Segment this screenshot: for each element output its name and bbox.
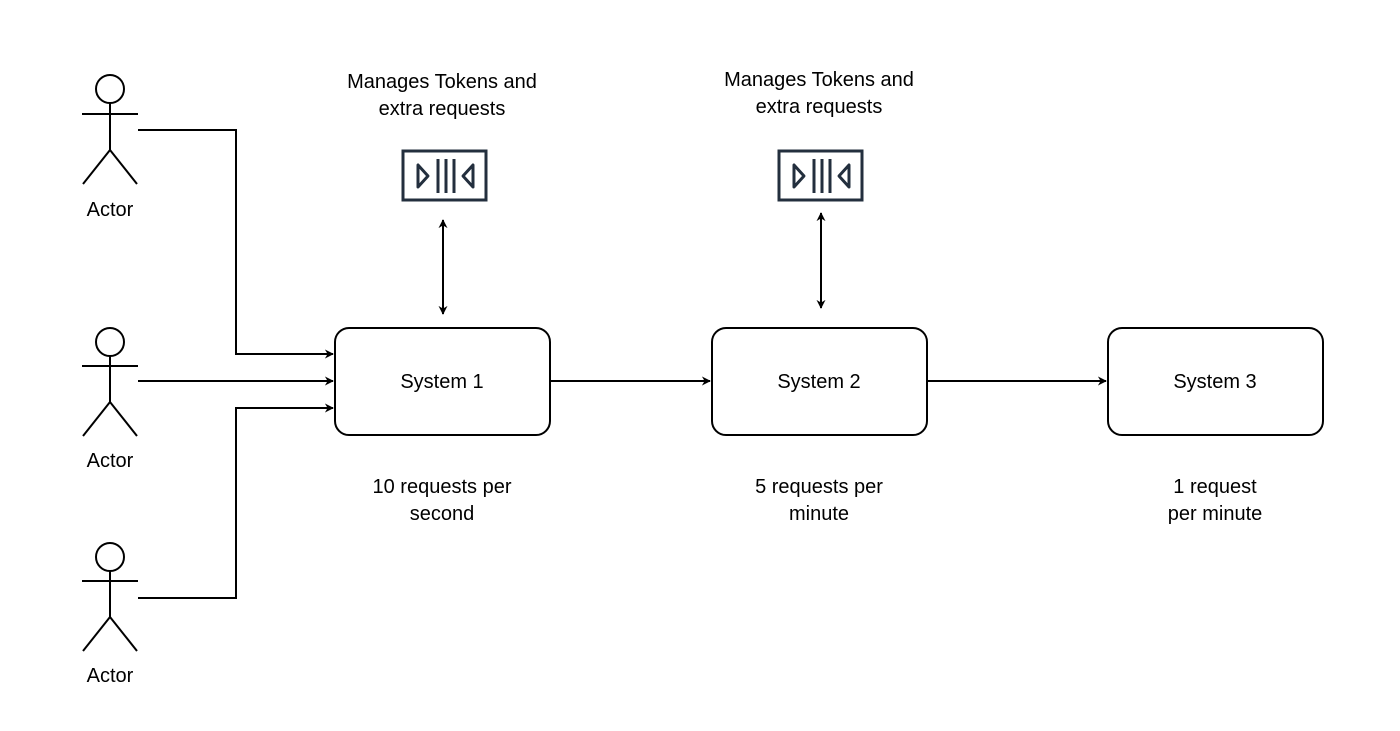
actor-head <box>95 327 125 357</box>
token-manager-1-line1: Manages Tokens and <box>347 71 537 93</box>
system-label: System 3 <box>1173 371 1256 393</box>
actor-right-leg <box>109 616 138 652</box>
connector-actor1-system1 <box>138 129 334 359</box>
system-2-box: System 2 <box>711 327 928 436</box>
system-2-rate-line2: minute <box>789 503 849 525</box>
queue-icon <box>777 149 864 202</box>
system-3-box: System 3 <box>1107 327 1324 436</box>
token-manager-2-line2: extra requests <box>756 96 883 118</box>
system-3-rate-line2: per minute <box>1168 503 1263 525</box>
actor-label: Actor <box>87 199 134 221</box>
actor-head <box>95 542 125 572</box>
token-manager-1-line2: extra requests <box>379 98 506 120</box>
system-label: System 1 <box>400 371 483 393</box>
actor-left-leg <box>82 149 111 185</box>
actor-2: Actor <box>82 327 138 472</box>
system-1-box: System 1 <box>334 327 551 436</box>
actor-left-leg <box>82 616 111 652</box>
system-2-rate-line1: 5 requests per <box>755 476 883 498</box>
actor-1: Actor <box>82 74 138 221</box>
actor-right-leg <box>109 401 138 437</box>
actor-label: Actor <box>87 665 134 687</box>
queue-icon <box>401 149 488 202</box>
token-manager-2-line1: Manages Tokens and <box>724 69 914 91</box>
system-3-rate-line1: 1 request <box>1173 476 1257 498</box>
actor-right-leg <box>109 149 138 185</box>
actor-left-leg <box>82 401 111 437</box>
actor-head <box>95 74 125 104</box>
actor-3: Actor <box>82 542 138 687</box>
connector-actor3-system1 <box>138 403 334 599</box>
system-1-rate-line2: second <box>410 503 475 525</box>
system-label: System 2 <box>777 371 860 393</box>
actor-label: Actor <box>87 450 134 472</box>
system-1-rate-line1: 10 requests per <box>373 476 512 498</box>
